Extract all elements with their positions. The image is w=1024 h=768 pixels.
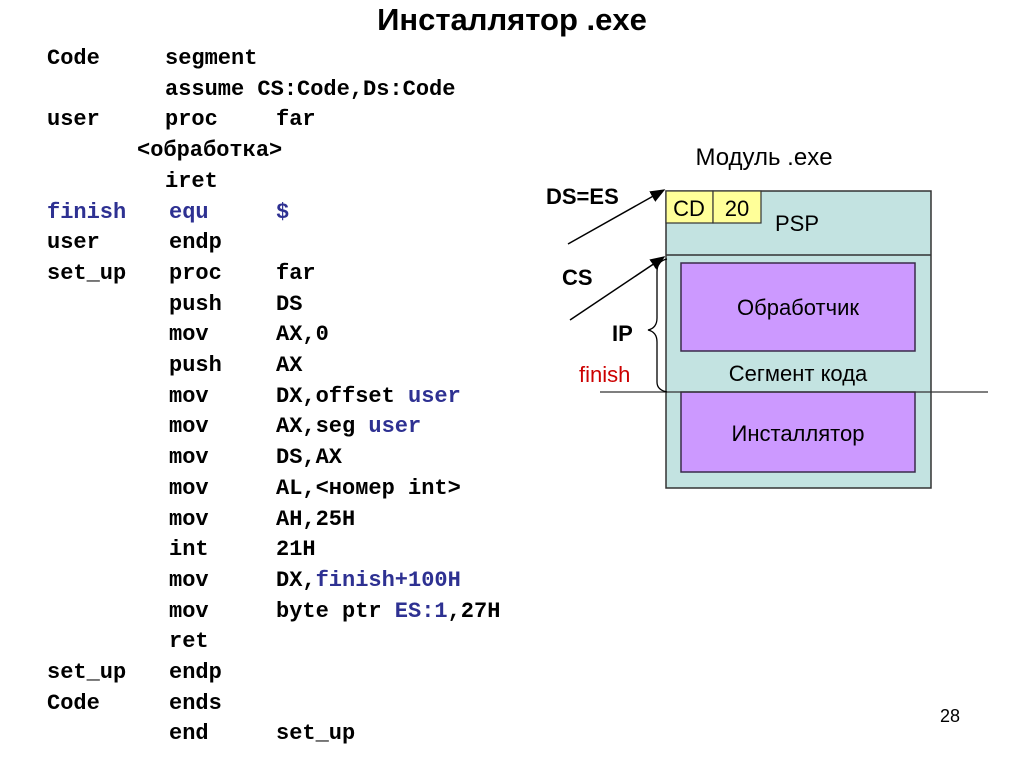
ip-label: IP bbox=[612, 321, 633, 346]
code-token: push bbox=[169, 353, 222, 378]
finish-label: finish bbox=[579, 362, 630, 387]
code-token: <обработка> bbox=[137, 138, 283, 164]
code-token: ,27H bbox=[447, 598, 501, 624]
cs-arrow bbox=[569, 256, 666, 321]
code-token: AL,<номер int> bbox=[276, 475, 461, 501]
code-token: mov bbox=[169, 567, 209, 593]
code-token: DS bbox=[276, 291, 303, 317]
code-token: user bbox=[47, 230, 100, 256]
installer-label: Инсталлятор bbox=[732, 421, 865, 446]
code-token: segment bbox=[165, 46, 258, 71]
code-token: set_up bbox=[47, 260, 127, 286]
handler-block bbox=[680, 262, 916, 352]
code-token: far bbox=[276, 260, 316, 286]
code-token: user bbox=[368, 414, 422, 440]
ds-es-label: DS=ES bbox=[546, 184, 619, 209]
slide-title: Инсталлятор .exe bbox=[377, 2, 647, 37]
cs-label: CS bbox=[562, 265, 593, 290]
code-token: $ bbox=[276, 199, 290, 225]
code-token: assume CS:Code,Ds:Code bbox=[165, 76, 456, 102]
code-token: DX,offset bbox=[276, 383, 409, 409]
installer-block bbox=[680, 391, 916, 473]
code-token: equ bbox=[169, 199, 209, 225]
code-token: Code bbox=[47, 690, 100, 716]
code-token: mov bbox=[169, 414, 209, 440]
code-token: user bbox=[47, 107, 100, 133]
psp-cell-20 bbox=[712, 190, 762, 224]
psp-cell-20-label: 20 bbox=[725, 196, 749, 221]
code-token: AX bbox=[276, 353, 303, 378]
code-token: user bbox=[408, 383, 461, 409]
code-token: mov bbox=[169, 383, 209, 409]
code-token: endp bbox=[169, 230, 222, 256]
ds-es-arrow bbox=[567, 189, 666, 245]
code-token: push bbox=[169, 291, 222, 317]
code-token: iret bbox=[165, 168, 218, 194]
code-token: mov bbox=[169, 322, 209, 348]
code-token: DS,AX bbox=[276, 445, 343, 471]
code-token: endp bbox=[169, 660, 222, 685]
module-label: Модуль .exe bbox=[695, 144, 832, 171]
code-token: set_up bbox=[276, 721, 356, 747]
code-segment-label: Сегмент кода bbox=[729, 361, 868, 386]
code-token: Code bbox=[47, 46, 100, 71]
code-token: int bbox=[169, 537, 209, 563]
handler-label: Обработчик bbox=[737, 295, 859, 320]
code-token: mov bbox=[169, 598, 209, 624]
code-token: finish+100H bbox=[315, 567, 461, 593]
code-listing: Code segment assume CS:Code,Ds:Code user pro… bbox=[47, 46, 501, 747]
psp-cell-cd-label: CD bbox=[673, 196, 705, 221]
code-token: proc bbox=[165, 107, 218, 133]
code-token: set_up bbox=[47, 660, 127, 685]
code-token: mov bbox=[169, 475, 209, 501]
code-token: proc bbox=[169, 260, 222, 286]
code-token: AX,seg bbox=[276, 414, 369, 440]
code-token: ret bbox=[169, 629, 209, 655]
code-token: ends bbox=[169, 690, 222, 716]
code-token: AX,0 bbox=[276, 322, 329, 348]
code-token: byte ptr bbox=[276, 598, 395, 624]
code-token: finish bbox=[47, 199, 127, 225]
ip-brace bbox=[647, 258, 668, 393]
psp-label: PSP bbox=[775, 211, 819, 236]
code-token: end bbox=[169, 721, 209, 747]
code-token: mov bbox=[169, 506, 209, 532]
code-token: mov bbox=[169, 445, 209, 471]
code-token: far bbox=[276, 107, 316, 133]
code-token: 21H bbox=[276, 537, 316, 563]
code-token: DX, bbox=[276, 567, 316, 593]
code-token: AH,25H bbox=[276, 506, 356, 532]
code-token: ES:1 bbox=[394, 598, 448, 624]
psp-cell-cd bbox=[665, 190, 714, 224]
page-number: 28 bbox=[940, 706, 961, 726]
